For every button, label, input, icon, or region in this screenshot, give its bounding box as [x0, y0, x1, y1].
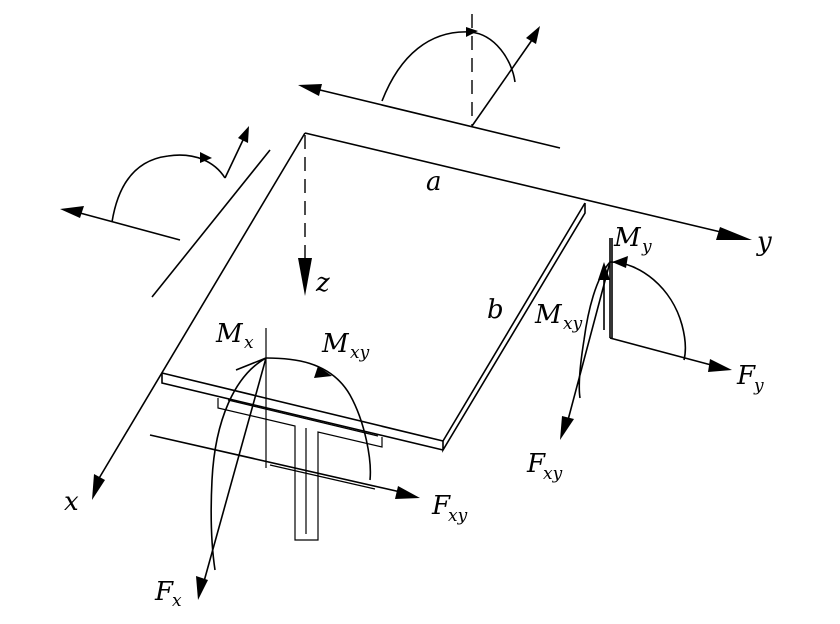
label-Mxy-bottom: M xy: [321, 329, 370, 363]
svg-text:F: F: [526, 449, 546, 479]
svg-text:y: y: [641, 237, 652, 257]
label-Fy: F y: [736, 361, 764, 396]
svg-text:y: y: [753, 376, 764, 396]
right-edge-forces: [560, 238, 732, 440]
label-x-axis: x: [64, 487, 79, 517]
axis-y: [304, 132, 752, 240]
top-edge-forces: [298, 14, 561, 149]
axis-z: [298, 135, 312, 296]
label-Fx: F x: [154, 577, 182, 611]
label-Fxy-bottom: F xy: [431, 491, 468, 526]
svg-text:F: F: [154, 577, 174, 607]
svg-text:xy: xy: [350, 343, 370, 363]
label-b: b: [487, 295, 504, 325]
svg-text:xy: xy: [543, 464, 563, 484]
svg-text:x: x: [172, 591, 182, 611]
svg-text:xy: xy: [563, 314, 583, 334]
label-Mx: M x: [215, 319, 254, 353]
svg-text:F: F: [431, 491, 451, 521]
label-z-axis: z: [315, 268, 330, 298]
label-Fxy-right: F xy: [526, 449, 563, 484]
axis-x: [92, 132, 306, 500]
svg-text:x: x: [244, 333, 254, 353]
label-Mxy-right: M xy: [534, 300, 583, 334]
bottom-edge-forces: [149, 328, 420, 600]
svg-text:xy: xy: [448, 506, 468, 526]
label-y-axis: y: [756, 227, 772, 257]
svg-text:M: M: [534, 300, 563, 330]
label-My: M y: [613, 223, 652, 257]
plate-outline: [161, 202, 586, 453]
label-a: a: [426, 167, 442, 197]
svg-text:M: M: [215, 319, 244, 349]
svg-text:F: F: [736, 361, 756, 391]
svg-text:M: M: [613, 223, 642, 253]
svg-text:M: M: [321, 329, 350, 359]
left-edge-forces: [60, 126, 271, 298]
